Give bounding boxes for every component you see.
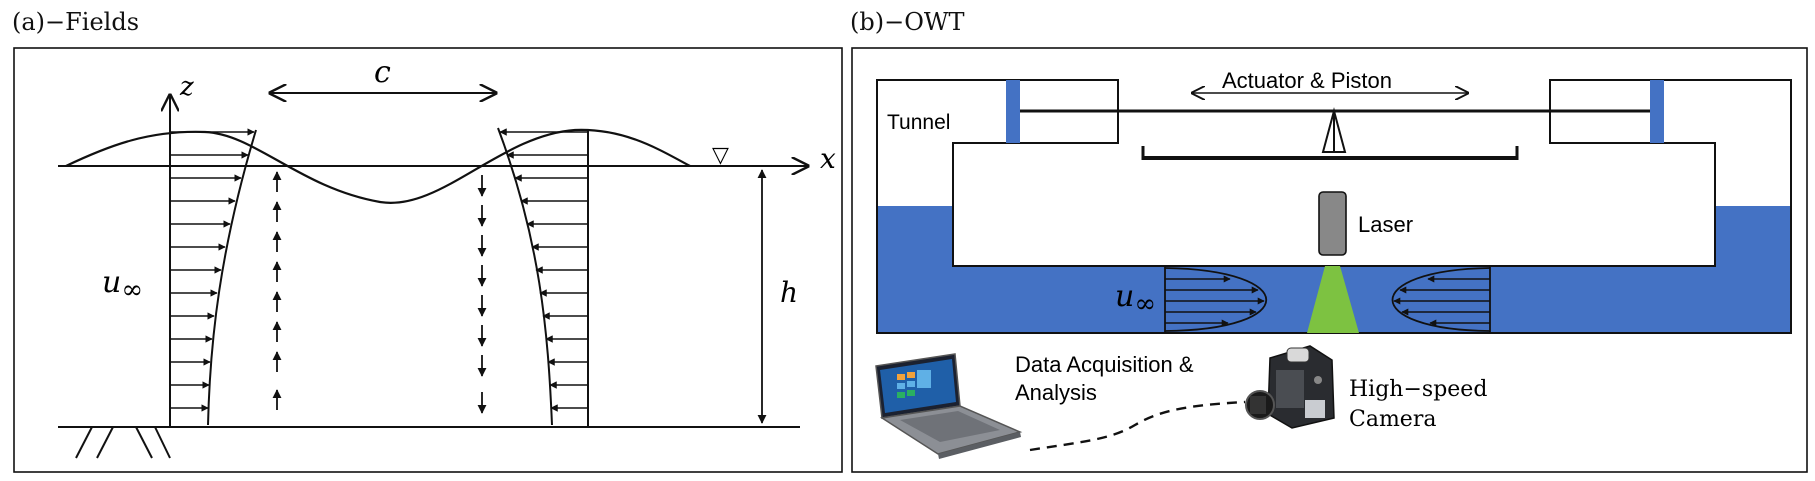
- left-tunnel-arrows: [1165, 275, 1265, 327]
- left-tunnel-profile: [1164, 267, 1267, 332]
- water-right: [1715, 206, 1791, 333]
- tunnel-label: Tunnel: [887, 111, 950, 134]
- camera-label-line2: Camera: [1349, 407, 1436, 432]
- tunnel-freestream-label: u∞: [1115, 279, 1156, 319]
- camera-icon: [1245, 345, 1335, 429]
- data-cable: [1029, 400, 1246, 452]
- left-velocity-arrows: [170, 128, 255, 412]
- still-water-symbol: ▽: [712, 143, 729, 168]
- daq-label-line2: Analysis: [1015, 380, 1097, 405]
- right-velocity-arrows: [499, 128, 588, 412]
- panel-a-frame: [13, 47, 843, 473]
- panel-a: z x: [13, 47, 843, 473]
- sea-bed-hatch: [75, 426, 171, 459]
- wave-speed-label: c: [374, 55, 391, 90]
- wave-surface: [65, 128, 691, 204]
- left-piston: [1006, 80, 1020, 143]
- tunnel-outline: [876, 79, 1792, 334]
- laptop-icon: [875, 353, 1023, 459]
- right-tunnel-arrows: [1393, 275, 1490, 327]
- water-left: [877, 206, 953, 333]
- panel-b-title: (b)−OWT: [850, 8, 965, 36]
- x-axis-label: x: [820, 142, 836, 175]
- laser-body: [1318, 191, 1347, 256]
- panel-b: Actuator & Piston Tunnel Laser: [851, 47, 1808, 473]
- laser-sheet: [1307, 266, 1359, 333]
- depth-label: h: [780, 276, 798, 309]
- left-velocity-profile: [207, 129, 257, 426]
- panel-b-frame: [851, 47, 1808, 473]
- right-piston: [1650, 80, 1664, 143]
- actuator-label: Actuator & Piston: [1222, 68, 1392, 93]
- z-axis-label: z: [179, 72, 194, 102]
- laser-label: Laser: [1358, 212, 1413, 237]
- camera-label-line1: High−speed: [1349, 377, 1487, 402]
- daq-label-line1: Data Acquisition &: [1015, 352, 1194, 377]
- right-tunnel-profile: [1391, 267, 1491, 332]
- panel-a-title: (a)−Fields: [12, 8, 140, 36]
- freestream-velocity-label: u∞: [102, 265, 143, 305]
- right-velocity-profile: [497, 127, 553, 426]
